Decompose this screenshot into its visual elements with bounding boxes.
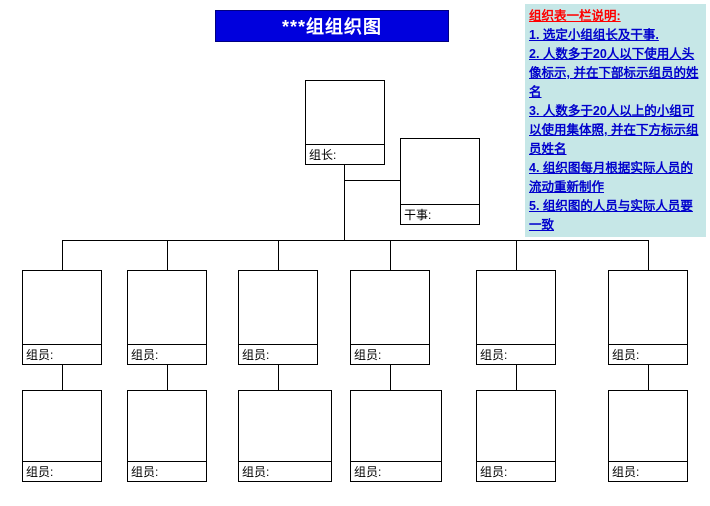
connector-line-main-horizontal xyxy=(62,240,649,241)
connector-line-row-5 xyxy=(516,365,517,390)
member-node-r1-2[interactable]: 组员: xyxy=(127,270,207,365)
member-node-r1-3[interactable]: 组员: xyxy=(238,270,318,365)
member-photo-placeholder[interactable] xyxy=(477,271,555,344)
legend-line-4: 4. 组织图每月根据实际人员的流动重新制作 xyxy=(529,161,693,194)
member-label: 组员: xyxy=(239,344,317,364)
connector-line-officer-branch xyxy=(344,180,400,181)
member-node-r1-1[interactable]: 组员: xyxy=(22,270,102,365)
member-label: 组员: xyxy=(609,461,687,481)
member-label: 组员: xyxy=(23,344,101,364)
member-node-r1-6[interactable]: 组员: xyxy=(608,270,688,365)
connector-line-row-4 xyxy=(390,365,391,390)
chart-title-banner: ***组组织图 xyxy=(215,10,449,42)
leader-node[interactable]: 组长: xyxy=(305,80,385,165)
member-node-r2-5[interactable]: 组员: xyxy=(476,390,556,482)
leader-photo-placeholder[interactable] xyxy=(306,81,384,144)
connector-line-drop-5 xyxy=(516,240,517,270)
member-photo-placeholder[interactable] xyxy=(239,391,331,461)
connector-line-row-1 xyxy=(62,365,63,390)
connector-line-row-2 xyxy=(167,365,168,390)
member-label: 组员: xyxy=(239,461,331,481)
member-label: 组员: xyxy=(351,461,441,481)
officer-node[interactable]: 干事: xyxy=(400,138,480,225)
member-photo-placeholder[interactable] xyxy=(351,271,429,344)
member-photo-placeholder[interactable] xyxy=(609,271,687,344)
connector-line-drop-3 xyxy=(278,240,279,270)
member-photo-placeholder[interactable] xyxy=(477,391,555,461)
member-node-r2-1[interactable]: 组员: xyxy=(22,390,102,482)
member-photo-placeholder[interactable] xyxy=(239,271,317,344)
officer-photo-placeholder[interactable] xyxy=(401,139,479,204)
legend-line-3: 3. 人数多于20人以上的小组可以使用集体照, 并在下方标示组员姓名 xyxy=(529,104,699,156)
member-node-r2-6[interactable]: 组员: xyxy=(608,390,688,482)
member-photo-placeholder[interactable] xyxy=(23,391,101,461)
connector-line-leader-drop xyxy=(344,165,345,240)
legend-line-2: 2. 人数多于20人以下使用人头像标示, 并在下部标示组员的姓名 xyxy=(529,47,699,99)
member-photo-placeholder[interactable] xyxy=(128,271,206,344)
legend-line-5: 5. 组织图的人员与实际人员要一致 xyxy=(529,199,693,232)
connector-line-row-6 xyxy=(648,365,649,390)
leader-label: 组长: xyxy=(306,144,384,164)
legend-heading: 组织表一栏说明: xyxy=(529,9,621,23)
member-label: 组员: xyxy=(23,461,101,481)
officer-label: 干事: xyxy=(401,204,479,224)
connector-line-drop-6 xyxy=(648,240,649,270)
member-label: 组员: xyxy=(351,344,429,364)
connector-line-drop-4 xyxy=(390,240,391,270)
member-label: 组员: xyxy=(128,461,206,481)
member-node-r1-4[interactable]: 组员: xyxy=(350,270,430,365)
member-node-r2-4[interactable]: 组员: xyxy=(350,390,442,482)
member-label: 组员: xyxy=(477,344,555,364)
legend-panel: 组织表一栏说明: 1. 选定小组组长及干事. 2. 人数多于20人以下使用人头像… xyxy=(525,4,706,237)
member-node-r2-2[interactable]: 组员: xyxy=(127,390,207,482)
member-photo-placeholder[interactable] xyxy=(351,391,441,461)
connector-line-drop-1 xyxy=(62,240,63,270)
member-label: 组员: xyxy=(128,344,206,364)
member-label: 组员: xyxy=(609,344,687,364)
member-label: 组员: xyxy=(477,461,555,481)
member-node-r2-3[interactable]: 组员: xyxy=(238,390,332,482)
chart-title: ***组组织图 xyxy=(281,17,382,37)
connector-line-row-3 xyxy=(278,365,279,390)
member-photo-placeholder[interactable] xyxy=(23,271,101,344)
member-photo-placeholder[interactable] xyxy=(128,391,206,461)
connector-line-drop-2 xyxy=(167,240,168,270)
member-node-r1-5[interactable]: 组员: xyxy=(476,270,556,365)
member-photo-placeholder[interactable] xyxy=(609,391,687,461)
legend-line-1: 1. 选定小组组长及干事. xyxy=(529,28,659,42)
